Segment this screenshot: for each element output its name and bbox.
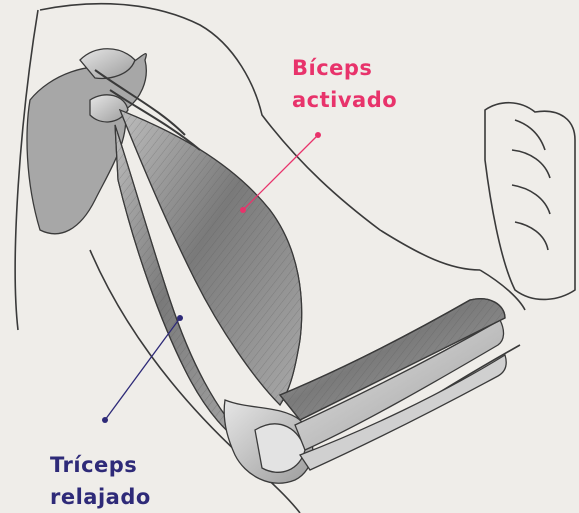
triceps-pointer-dot-end [177,315,183,321]
biceps-label: Bíceps activado [292,52,422,116]
triceps-label-line1: Tríceps [50,449,170,481]
biceps-pointer [240,132,321,213]
biceps-pointer-dot-top [315,132,321,138]
biceps-pointer-dot-end [240,207,246,213]
triceps-pointer [102,315,183,423]
biceps-muscle [95,70,302,405]
triceps-label: Tríceps relajado [50,449,170,513]
fist [485,103,575,300]
forearm-bones [280,299,506,470]
triceps-label-line2: relajado [50,481,170,513]
biceps-label-line2: activado [292,84,422,116]
triceps-pointer-dot-bottom [102,417,108,423]
biceps-label-line1: Bíceps [292,52,422,84]
